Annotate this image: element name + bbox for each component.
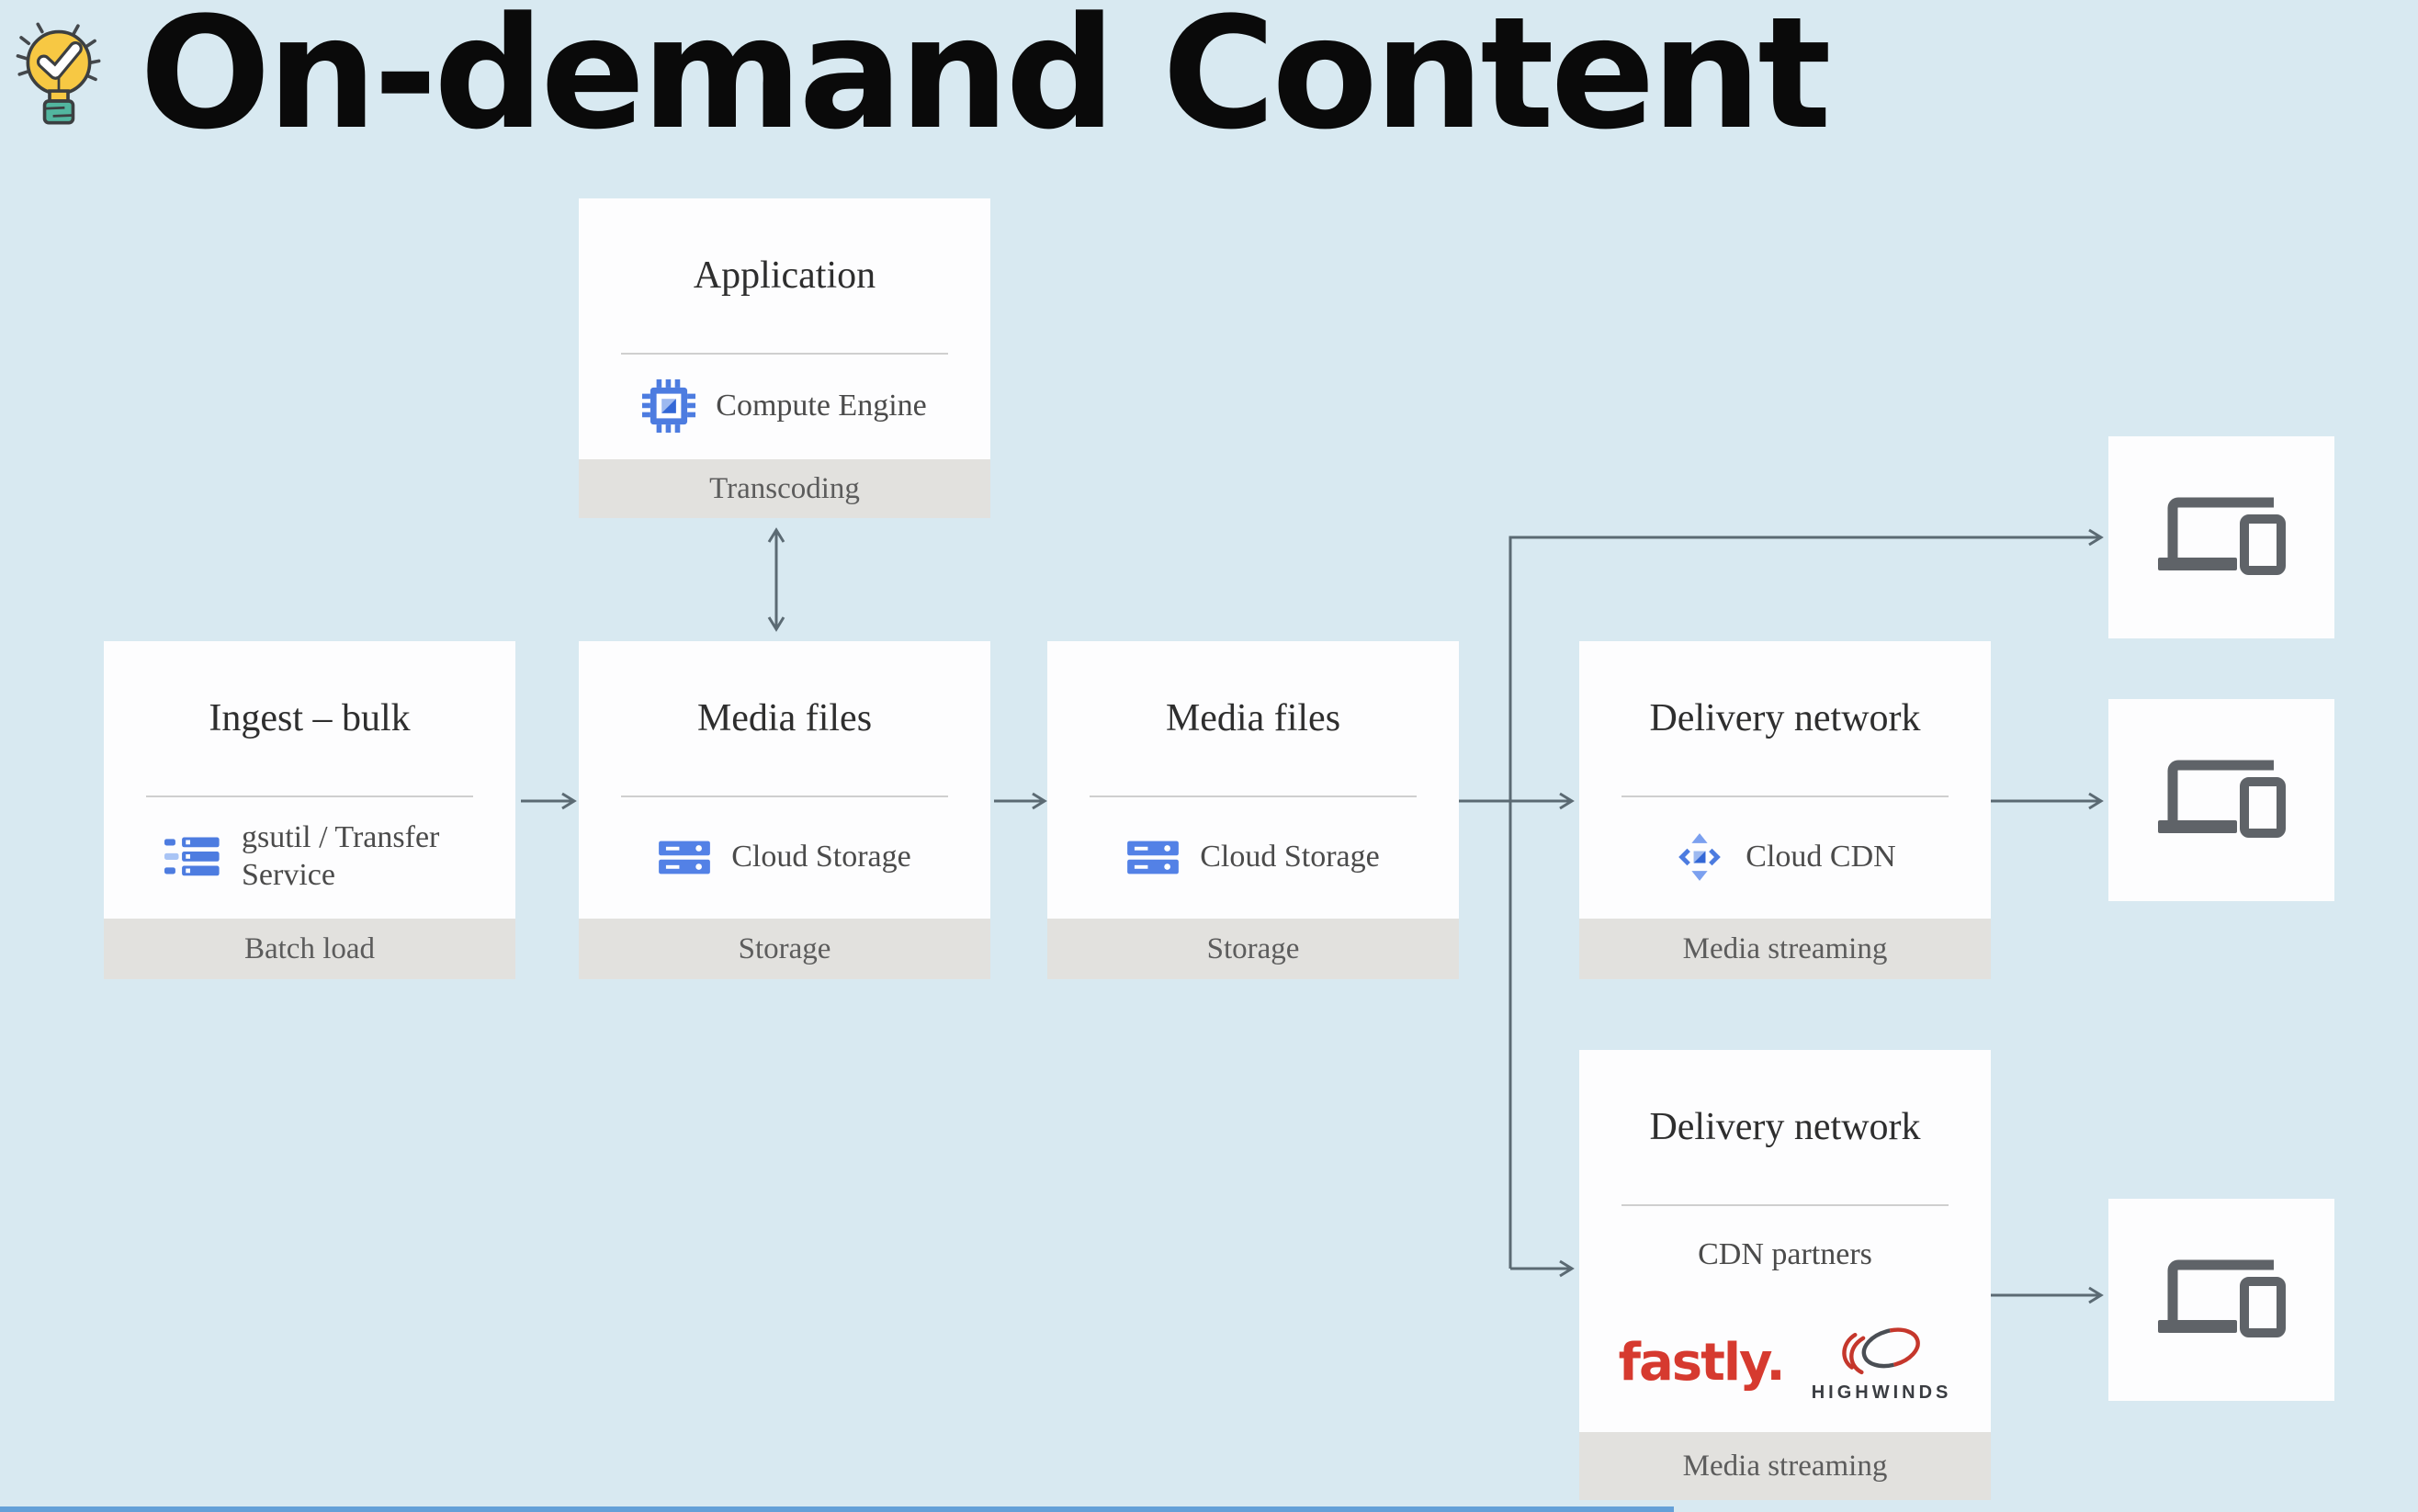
lightbulb-check-icon — [16, 22, 101, 125]
divider — [1090, 795, 1417, 797]
divider — [621, 795, 948, 797]
node-title: Application — [693, 254, 876, 297]
page-title: On-demand Content — [140, 0, 1832, 164]
divider — [1621, 1204, 1949, 1206]
divider — [1621, 795, 1949, 797]
service-label: Compute Engine — [716, 389, 927, 423]
compute-engine-icon — [642, 379, 696, 433]
node-title: Media files — [1165, 697, 1341, 739]
node-ingest-bulk: Ingest – bulk gsutil / Transfer Service … — [104, 641, 515, 979]
node-title: Delivery network — [1649, 1106, 1921, 1148]
endpoint-devices-1 — [2108, 436, 2334, 638]
arrow-trunk-to-device1 — [1508, 528, 2104, 1269]
node-media-files-2: Media files Cloud Storage Storage — [1047, 641, 1459, 979]
node-footer: Transcoding — [579, 459, 990, 518]
node-delivery-network-partners: Delivery network CDN partners fastly. HI… — [1579, 1050, 1991, 1500]
node-application: Application Compute Engine Transcoding — [579, 198, 990, 518]
node-title: Media files — [696, 697, 873, 739]
highwinds-wordmark: HIGHWINDS — [1811, 1382, 1952, 1403]
endpoint-devices-3 — [2108, 1199, 2334, 1401]
node-footer: Storage — [579, 919, 990, 979]
node-footer: Storage — [1047, 919, 1459, 979]
endpoint-devices-2 — [2108, 699, 2334, 901]
fastly-logo: fastly. — [1618, 1332, 1786, 1393]
node-footer: Batch load — [104, 919, 515, 979]
node-delivery-network-cdn: Delivery network Cloud CDN Media streami… — [1579, 641, 1991, 979]
highwinds-logo: HIGHWINDS — [1812, 1322, 1952, 1404]
node-footer: Media streaming — [1579, 1432, 1991, 1500]
laptop-phone-devices-icon — [2158, 1259, 2286, 1337]
service-label: gsutil / Transfer Service — [242, 820, 440, 892]
service-label: Cloud CDN — [1746, 840, 1896, 874]
service-label: Cloud Storage — [731, 840, 911, 874]
service-label: Cloud Storage — [1200, 840, 1380, 874]
laptop-phone-devices-icon — [2158, 760, 2286, 838]
node-footer: Media streaming — [1579, 919, 1991, 979]
highwinds-swirl-icon — [1841, 1326, 1920, 1374]
node-title: Delivery network — [1649, 697, 1921, 739]
cloud-storage-icon — [659, 841, 711, 874]
cloud-cdn-icon — [1678, 833, 1722, 881]
video-progress-bar[interactable] — [0, 1506, 1674, 1512]
service-label: CDN partners — [1698, 1237, 1872, 1271]
divider — [146, 795, 473, 797]
transfer-service-icon — [164, 837, 220, 876]
node-title: Ingest – bulk — [209, 697, 411, 739]
cloud-storage-icon — [1127, 841, 1180, 874]
node-media-files-1: Media files Cloud Storage Storage — [579, 641, 990, 979]
divider — [621, 353, 948, 355]
laptop-phone-devices-icon — [2158, 497, 2286, 575]
